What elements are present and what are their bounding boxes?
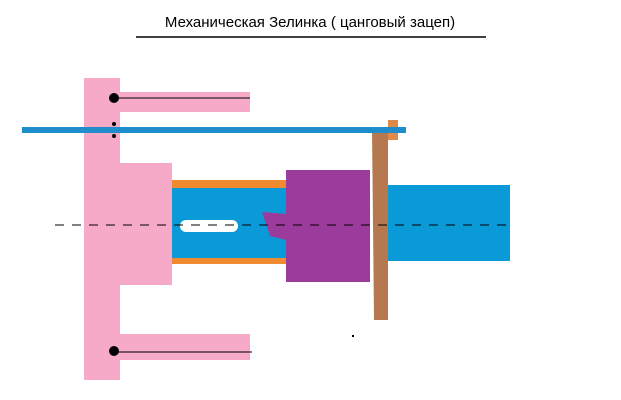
- upper-pivot-point: [109, 93, 119, 103]
- lower-pivot-point: [109, 346, 119, 356]
- rod-guide-dot-lower: [112, 134, 116, 138]
- blue-shaft-outer: [380, 185, 510, 261]
- holder-lower-arm: [104, 334, 250, 360]
- blue-horizontal-rod: [22, 127, 406, 133]
- holder-central-step: [120, 163, 172, 285]
- purple-collet: [262, 170, 370, 282]
- holder-upper-arm: [104, 92, 250, 112]
- small-mark-bottom: [352, 335, 354, 337]
- diagram-title: Механическая Зелинка ( цанговый зацеп): [165, 14, 455, 31]
- shaft-slot: [180, 220, 238, 232]
- rod-guide-dot-upper: [112, 122, 116, 126]
